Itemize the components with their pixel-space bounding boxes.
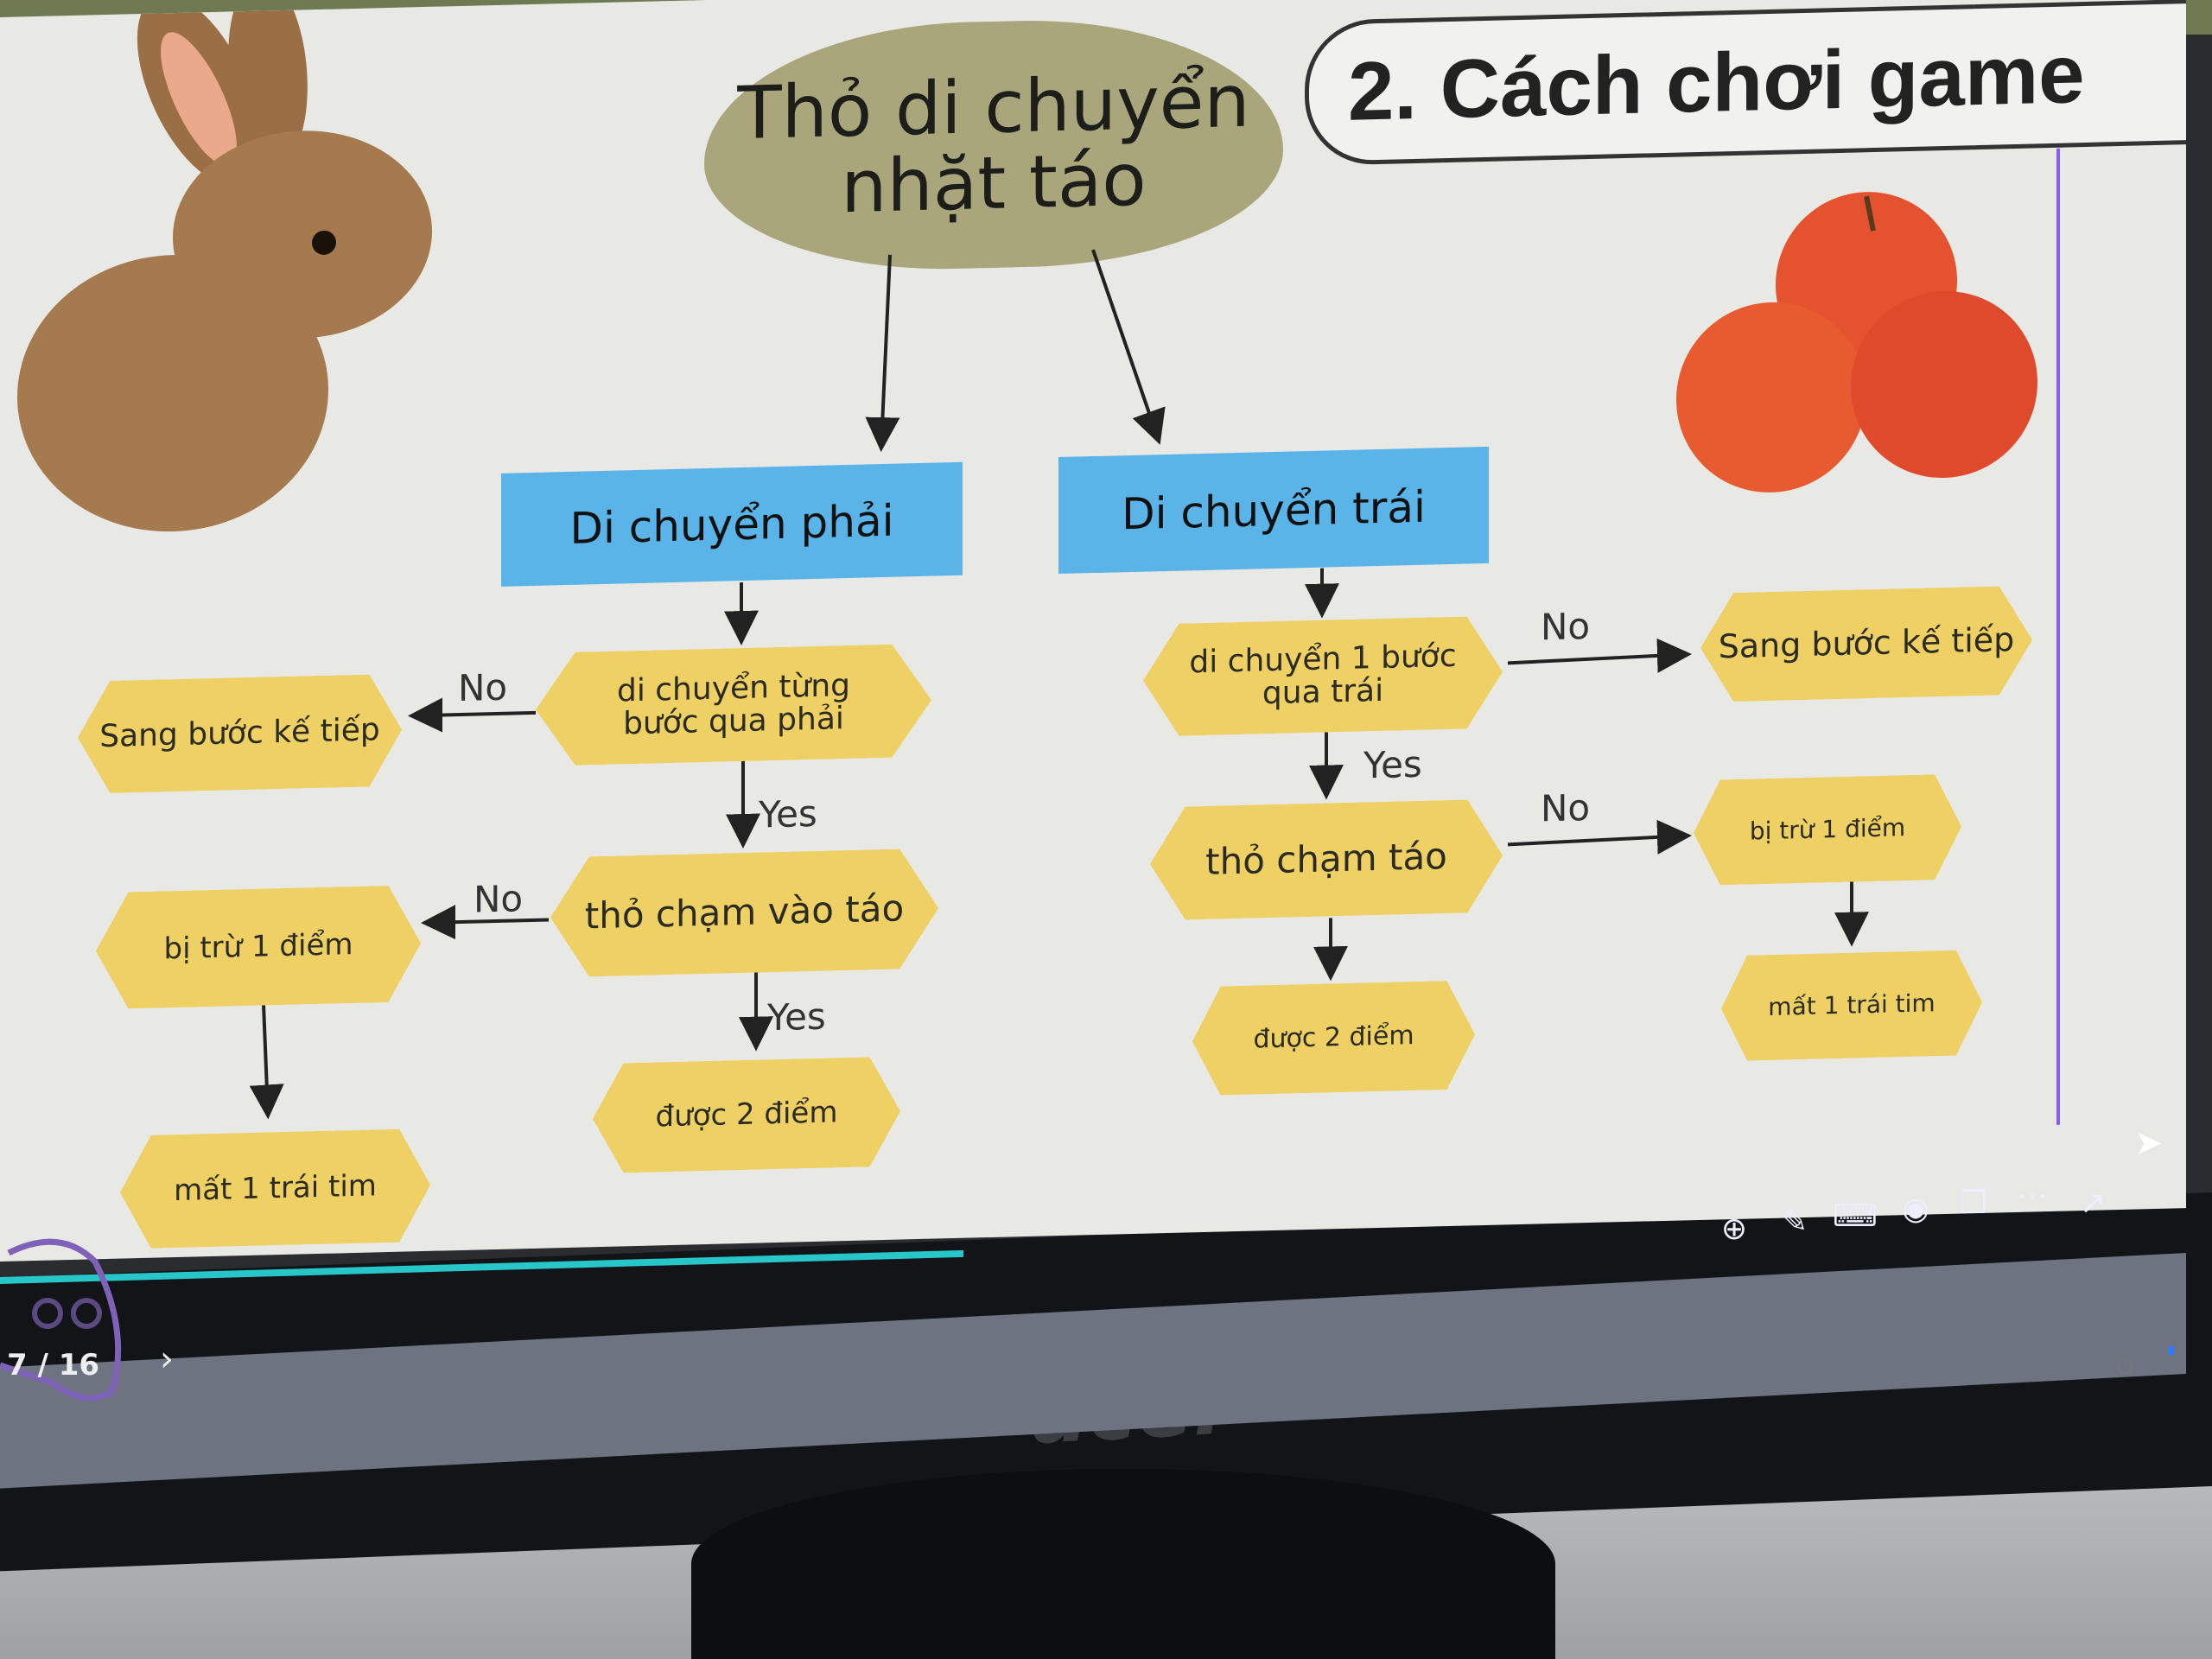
more-options-icon[interactable]: ⋯: [2017, 1178, 2048, 1214]
rabbit-illustration: [17, 5, 432, 532]
right-next-step: Sang bước kế tiếp: [1700, 586, 2032, 702]
monitor-stand: [691, 1469, 1555, 1659]
left-lose-heart: mất 1 trái tim: [120, 1128, 430, 1249]
right-plus-points: được 2 điểm: [1192, 980, 1475, 1096]
left-touch-decision: thỏ chạm vào táo: [550, 848, 938, 977]
right-minus-point: bị trừ 1 điểm: [1694, 774, 1961, 887]
left-plus-points: được 2 điểm: [593, 1057, 900, 1174]
broadcast-icon[interactable]: ◉: [1902, 1191, 1929, 1227]
power-led: [2169, 1346, 2174, 1355]
left-next-step: Sang bước kế tiếp: [78, 674, 402, 794]
gamepad-icon: [0, 1238, 122, 1402]
power-icon[interactable]: ⏻: [2117, 1355, 2133, 1379]
left-minus-point: bị trừ 1 điểm: [96, 885, 421, 1009]
right-step-decision: di chuyển 1 bước qua trái: [1143, 615, 1503, 736]
zoom-in-icon[interactable]: ⊕: [1720, 1211, 1748, 1247]
right-yes-label-1: Yes: [1363, 742, 1422, 787]
right-no-label-1: No: [1541, 605, 1591, 649]
right-touch-decision: thỏ chạm táo: [1150, 798, 1503, 920]
right-no-label-2: No: [1541, 786, 1591, 830]
apples-illustration: [1676, 192, 2037, 493]
move-left-box: Di chuyển trái: [1058, 446, 1489, 575]
move-right-box: Di chuyển phải: [501, 461, 963, 587]
left-step-decision: di chuyển từng bước qua phải: [536, 644, 931, 766]
next-slide-chevron-icon[interactable]: ›: [160, 1339, 174, 1379]
left-no-label-1: No: [458, 665, 508, 710]
pen-icon[interactable]: ✎: [1781, 1204, 1808, 1240]
right-lose-heart: mất 1 trái tim: [1721, 950, 1982, 1061]
keyboard-icon[interactable]: ⌨: [1833, 1198, 1878, 1234]
left-yes-label-2: Yes: [767, 995, 826, 1039]
left-no-label-2: No: [474, 877, 524, 921]
mouse-cursor-icon: ➤: [2134, 1123, 2164, 1163]
expand-icon[interactable]: ↗: [2079, 1185, 2107, 1221]
slide: Thỏ di chuyển nhặt táo 2. Cách chơi game…: [0, 0, 2186, 1262]
left-yes-label-1: Yes: [759, 791, 817, 836]
page-counter: 7 / 16: [7, 1348, 100, 1382]
flow-arrows: [249, 249, 1869, 1120]
screen-share-icon[interactable]: ❐: [1959, 1185, 1988, 1221]
